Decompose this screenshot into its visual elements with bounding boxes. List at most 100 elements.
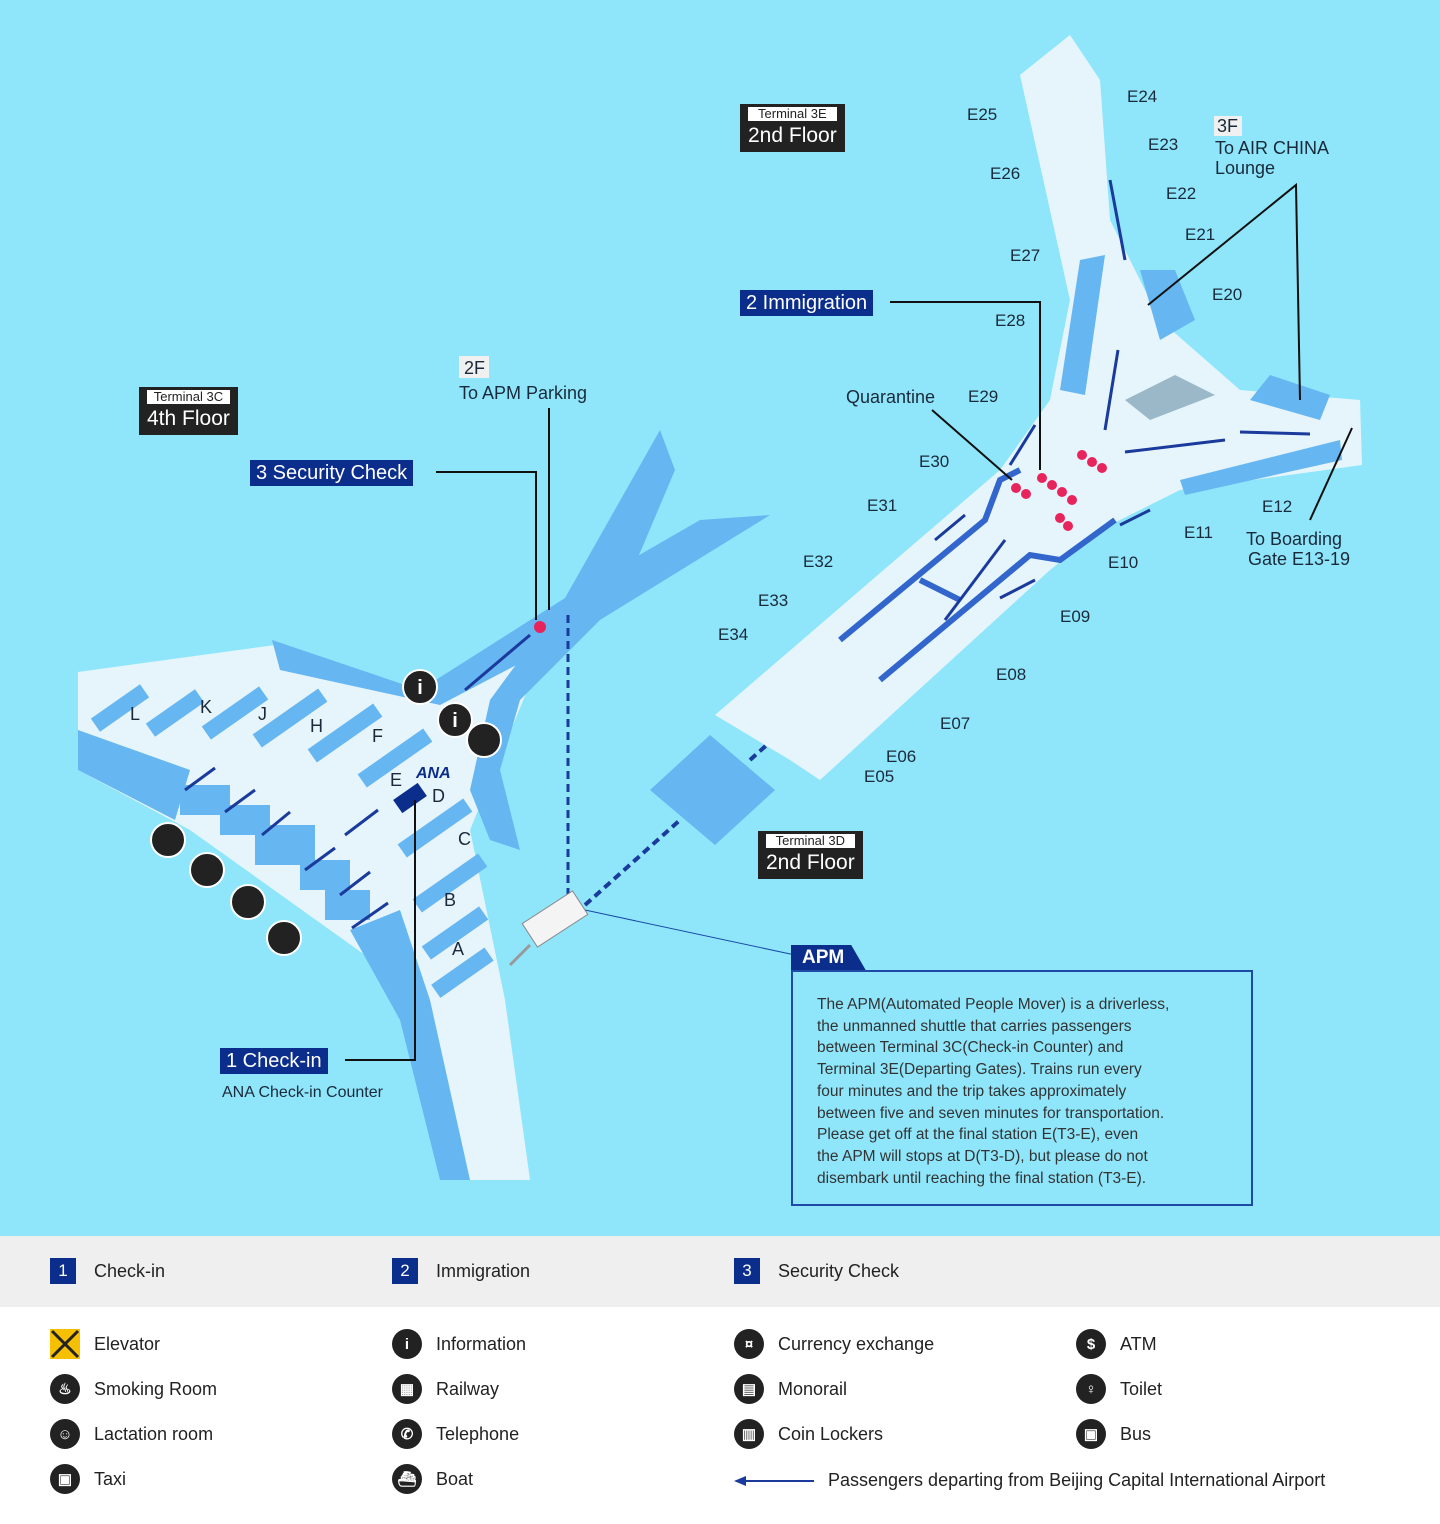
legend-label: Taxi bbox=[94, 1468, 127, 1489]
svg-text:L: L bbox=[130, 704, 140, 724]
currency-exchange-icon: ¤ bbox=[734, 1329, 764, 1359]
svg-text:E21: E21 bbox=[1185, 225, 1215, 244]
svg-text:E25: E25 bbox=[967, 105, 997, 124]
legend-label: Elevator bbox=[94, 1333, 161, 1354]
apm-text-line: four minutes and the trip takes approxim… bbox=[817, 1082, 1127, 1100]
map-icons: ii bbox=[150, 669, 502, 956]
legend-label: Monorail bbox=[778, 1378, 848, 1399]
svg-text:E23: E23 bbox=[1148, 135, 1178, 154]
legend-item-railway: ▦ Railway bbox=[392, 1374, 499, 1404]
svg-text:E29: E29 bbox=[968, 387, 998, 406]
apm-title: APM bbox=[791, 945, 867, 971]
elevator-icon bbox=[50, 1329, 80, 1359]
apm-text-line: between Terminal 3C(Check-in Counter) an… bbox=[817, 1039, 1124, 1057]
svg-text:E24: E24 bbox=[1127, 87, 1157, 106]
smoking-room-icon: ♨ bbox=[50, 1374, 80, 1404]
legend-label: Smoking Room bbox=[94, 1378, 218, 1399]
apm-description: The APM(Automated People Mover) is a dri… bbox=[817, 994, 1247, 1189]
svg-text:E31: E31 bbox=[867, 496, 897, 515]
step-checkin-label: 1 Check-in bbox=[220, 1048, 328, 1074]
svg-text:i: i bbox=[452, 710, 458, 732]
svg-text:E30: E30 bbox=[919, 452, 949, 471]
route-arrows-3c bbox=[184, 633, 531, 930]
legend-label: Toilet bbox=[1120, 1378, 1163, 1399]
svg-text:B: B bbox=[444, 890, 456, 910]
monorail-icon: ▤ bbox=[734, 1374, 764, 1404]
svg-text:E33: E33 bbox=[758, 591, 788, 610]
svg-text:E11: E11 bbox=[1184, 523, 1213, 542]
legend-label: Information bbox=[436, 1333, 527, 1354]
svg-text:E26: E26 bbox=[990, 164, 1020, 183]
ana-logo: ANA bbox=[415, 765, 451, 782]
apm-parking-label: To APM Parking bbox=[459, 383, 587, 403]
svg-text:A: A bbox=[452, 939, 464, 959]
legend-item-telephone: ✆Telephone bbox=[392, 1419, 519, 1449]
immigration-counters bbox=[1011, 450, 1107, 531]
legend-item-taxi: ▣Taxi bbox=[50, 1464, 126, 1494]
legend-route: Passengers departing from Beijing Capita… bbox=[734, 1470, 1325, 1491]
route-arrow-icon bbox=[734, 1475, 814, 1486]
svg-text:E10: E10 bbox=[1108, 553, 1138, 572]
legend-icons: Elevator i Information ¤ Currency exchange $A… bbox=[0, 1307, 1440, 1524]
legend-item-atm: $ATM bbox=[1076, 1329, 1157, 1359]
svg-text:E22: E22 bbox=[1166, 184, 1196, 203]
counter-labels: AB CD EF HJ KL bbox=[130, 697, 471, 959]
svg-text:E06: E06 bbox=[886, 747, 916, 766]
svg-text:D: D bbox=[432, 786, 445, 806]
coin-lockers-icon: ▥ bbox=[734, 1419, 764, 1449]
apm-text-line: The APM(Automated People Mover) is a dri… bbox=[817, 996, 1170, 1013]
legend-item-bus: ▣Bus bbox=[1076, 1419, 1151, 1449]
legend-label: Lactation room bbox=[94, 1423, 214, 1444]
apm-text-line: Please get off at the final station E(T3… bbox=[817, 1126, 1139, 1144]
svg-text:E28: E28 bbox=[995, 311, 1025, 330]
boat-icon: ⛴ bbox=[392, 1464, 422, 1494]
telephone-icon: ✆ bbox=[392, 1419, 422, 1449]
terminal-3d bbox=[650, 735, 775, 845]
legend-item-information: i Information bbox=[392, 1329, 526, 1359]
information-icon bbox=[402, 669, 438, 705]
legend-item-coin-lockers: ▥Coin Lockers bbox=[734, 1419, 883, 1449]
apm-info-box: The APM(Automated People Mover) is a dri… bbox=[791, 970, 1253, 1206]
svg-text:E12: E12 bbox=[1262, 497, 1292, 516]
bus-icon bbox=[266, 920, 302, 956]
apm-text-line: between five and seven minutes for trans… bbox=[817, 1104, 1165, 1122]
information-icon bbox=[437, 702, 473, 738]
3e-walls bbox=[838, 467, 1117, 683]
bus-icon bbox=[230, 884, 266, 920]
toilet-icon: ♀ bbox=[1076, 1374, 1106, 1404]
boarding-gate-label: To Boarding bbox=[1246, 529, 1342, 549]
step-security-label: 3 Security Check bbox=[250, 460, 414, 486]
legend-item-monorail: ▤ Monorail bbox=[734, 1374, 847, 1404]
legend-item-toilet: ♀ Toilet bbox=[1076, 1374, 1162, 1404]
legend-item-boat: ⛴Boat bbox=[392, 1464, 473, 1494]
svg-text:E08: E08 bbox=[996, 665, 1026, 684]
svg-text:E34: E34 bbox=[718, 625, 748, 644]
legend-item-elevator: Elevator bbox=[50, 1329, 160, 1359]
svg-text:K: K bbox=[200, 697, 212, 717]
legend-label: Currency exchange bbox=[778, 1333, 935, 1354]
svg-text:E: E bbox=[390, 770, 402, 790]
svg-text:Gate E13-19: Gate E13-19 bbox=[1248, 549, 1350, 569]
legend-item-currency-exchange: ¤ Currency exchange bbox=[734, 1329, 934, 1359]
apm-parking-floor: 2F bbox=[464, 358, 485, 378]
svg-text:Lounge: Lounge bbox=[1215, 158, 1275, 178]
legend-label: ATM bbox=[1120, 1333, 1157, 1354]
information-icon: i bbox=[392, 1329, 422, 1359]
air-china-label: To AIR CHINA bbox=[1215, 138, 1329, 158]
taxi-icon bbox=[189, 852, 225, 888]
apm-text-line: the APM will stops at D(T3-D), but pleas… bbox=[817, 1147, 1148, 1165]
svg-text:F: F bbox=[372, 726, 383, 746]
legend-item-lactation-room: ☺Lactation room bbox=[50, 1419, 213, 1449]
legend-label: Railway bbox=[436, 1378, 500, 1399]
svg-text:J: J bbox=[258, 704, 267, 724]
bus-icon: ▣ bbox=[1076, 1419, 1106, 1449]
railway-icon: ▦ bbox=[392, 1374, 422, 1404]
svg-text:H: H bbox=[310, 716, 323, 736]
apm-text-line: Terminal 3E(Departing Gates). Trains run… bbox=[817, 1061, 1142, 1079]
